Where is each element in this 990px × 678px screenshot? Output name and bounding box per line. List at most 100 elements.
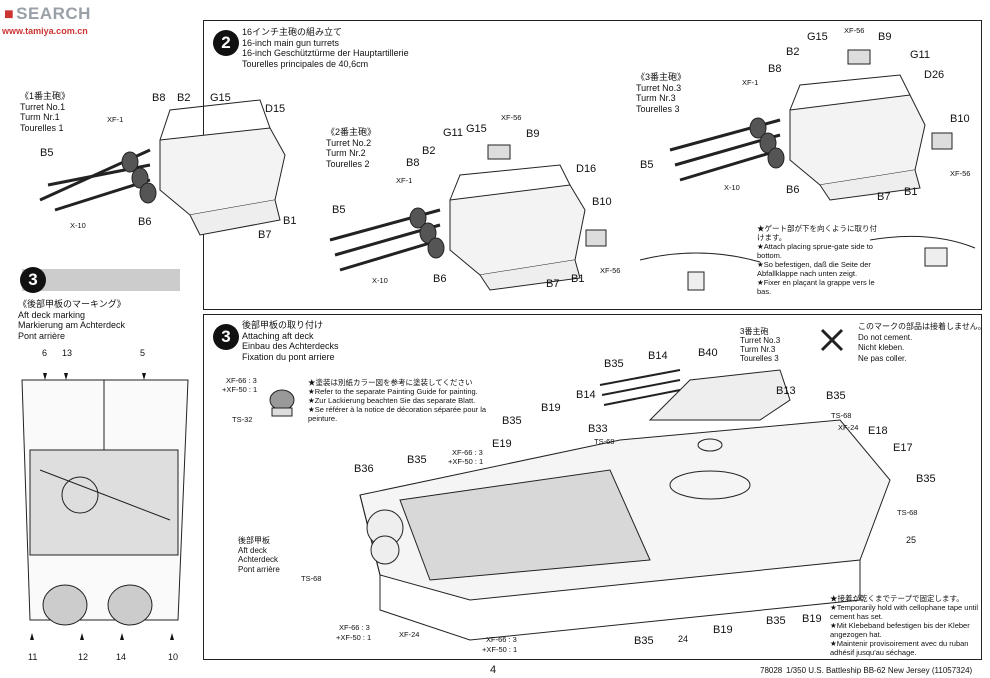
mark-6: 6 <box>42 348 47 358</box>
label-b13: B13 <box>776 385 796 397</box>
label-b35-b: B35 <box>826 390 846 402</box>
label-b35-c: B35 <box>502 415 522 427</box>
label-xf66-a: XF-66 : 3 <box>452 448 483 457</box>
label-xf66-b: XF-66 : 3 <box>339 623 370 632</box>
label-b7-t2: B7 <box>546 278 559 290</box>
step2-number: 2 <box>213 30 239 56</box>
label-24: 24 <box>678 634 688 644</box>
label-b35-f: B35 <box>634 635 654 647</box>
label-b1-t2: B1 <box>571 273 584 285</box>
watermark-url: www.tamiya.com.cn <box>2 26 88 36</box>
label-x10: X-10 <box>70 221 86 230</box>
label-xf56-t3b: XF-56 <box>950 169 970 178</box>
label-b40: B40 <box>698 347 718 359</box>
label-xf1: XF-1 <box>107 115 123 124</box>
label-b35-d: B35 <box>407 454 427 466</box>
turret1-drawing <box>39 99 286 236</box>
label-ts68-b: TS-68 <box>831 411 851 420</box>
watermark-logo: ■SEARCH <box>4 4 91 23</box>
label-e19: E19 <box>492 438 512 450</box>
label-g15: G15 <box>210 92 231 104</box>
label-b2-t2: B2 <box>422 145 435 157</box>
label-b35-e: B35 <box>916 473 936 485</box>
label-x10-t2: X-10 <box>372 276 388 285</box>
logo-icon: ■ <box>4 6 15 23</box>
tape-note: ★接着が乾くまでテープで固定します。★Temporarily hold with… <box>830 594 979 657</box>
label-b19-a: B19 <box>541 402 561 414</box>
mark-10: 10 <box>168 652 178 662</box>
label-x10-t3: X-10 <box>724 183 740 192</box>
turret2-drawing <box>329 144 607 291</box>
label-d16: D16 <box>576 163 596 175</box>
label-xf56-t2: XF-56 <box>501 113 521 122</box>
label-b5-t2: B5 <box>332 204 345 216</box>
page-number: 4 <box>490 664 497 676</box>
label-b7-t3: B7 <box>877 191 890 203</box>
label-b19-b: B19 <box>713 624 733 636</box>
mark-12: 12 <box>78 652 88 662</box>
label-xf24-a: XF-24 <box>838 423 858 432</box>
label-b8-t3: B8 <box>768 63 781 75</box>
label-g15-t2: G15 <box>466 123 487 135</box>
label-xf50-c: +XF-50 : 1 <box>482 645 517 654</box>
label-d15: D15 <box>265 103 285 115</box>
label-xf56-t3: XF-56 <box>844 26 864 35</box>
label-b14-b: B14 <box>576 389 596 401</box>
label-25: 25 <box>906 535 916 545</box>
mark-14: 14 <box>116 652 126 662</box>
label-b6: B6 <box>138 216 151 228</box>
label-b5-t3: B5 <box>640 159 653 171</box>
mark-13: 13 <box>62 348 72 358</box>
label-g11-t3: G11 <box>910 49 930 61</box>
label-ts68-c: TS-68 <box>897 508 917 517</box>
footer-code: 78028 <box>760 666 783 675</box>
label-b8-t2: B8 <box>406 157 419 169</box>
turret3-drawing <box>669 49 953 201</box>
label-xf50-b: +XF-50 : 1 <box>336 633 371 642</box>
label-xf50-a: +XF-50 : 1 <box>448 457 483 466</box>
label-ts68-a: TS-68 <box>594 437 614 446</box>
label-b9-t2: B9 <box>526 128 539 140</box>
paint-note: ★塗装は別紙カラー図を参考に塗装してください★Refer to the sepa… <box>308 378 487 423</box>
paint-mix-1: XF-66 : 3 <box>226 376 257 385</box>
label-xf1-t2: XF-1 <box>396 176 412 185</box>
label-b10-t2: B10 <box>592 196 612 208</box>
step3a-header-bar <box>22 269 180 291</box>
label-b19-c: B19 <box>802 613 822 625</box>
label-b35-g: B35 <box>766 615 786 627</box>
label-b9-t3: B9 <box>878 31 891 43</box>
step3a-number: 3 <box>20 267 46 293</box>
label-xf56-t2b: XF-56 <box>600 266 620 275</box>
label-xf66-c: XF-66 : 3 <box>486 635 517 644</box>
step3-panel <box>203 314 982 660</box>
label-xf1-t3: XF-1 <box>742 78 758 87</box>
paint-mix-2: +XF-50 : 1 <box>222 385 258 394</box>
hull-drawing <box>359 369 891 641</box>
label-b2: B2 <box>177 92 190 104</box>
label-b6-t2: B6 <box>433 273 446 285</box>
label-e18: E18 <box>868 425 888 437</box>
label-b6-t3: B6 <box>786 184 799 196</box>
paint-ts32: TS-32 <box>232 415 253 424</box>
aft-deck-marking-drawing <box>21 379 189 626</box>
label-b14-a: B14 <box>648 350 668 362</box>
label-g11-t2: G11 <box>443 127 463 139</box>
label-e17: E17 <box>893 442 913 454</box>
label-b33: B33 <box>588 423 608 435</box>
label-b35-a: B35 <box>604 358 624 370</box>
label-b10-t3: B10 <box>950 113 970 125</box>
footer-desc: 1/350 U.S. Battleship BB-62 New Jersey (… <box>786 666 973 675</box>
label-g15-t3: G15 <box>807 31 828 43</box>
label-b1: B1 <box>283 215 296 227</box>
label-d26: D26 <box>924 69 944 81</box>
step3-number: 3 <box>213 324 239 350</box>
